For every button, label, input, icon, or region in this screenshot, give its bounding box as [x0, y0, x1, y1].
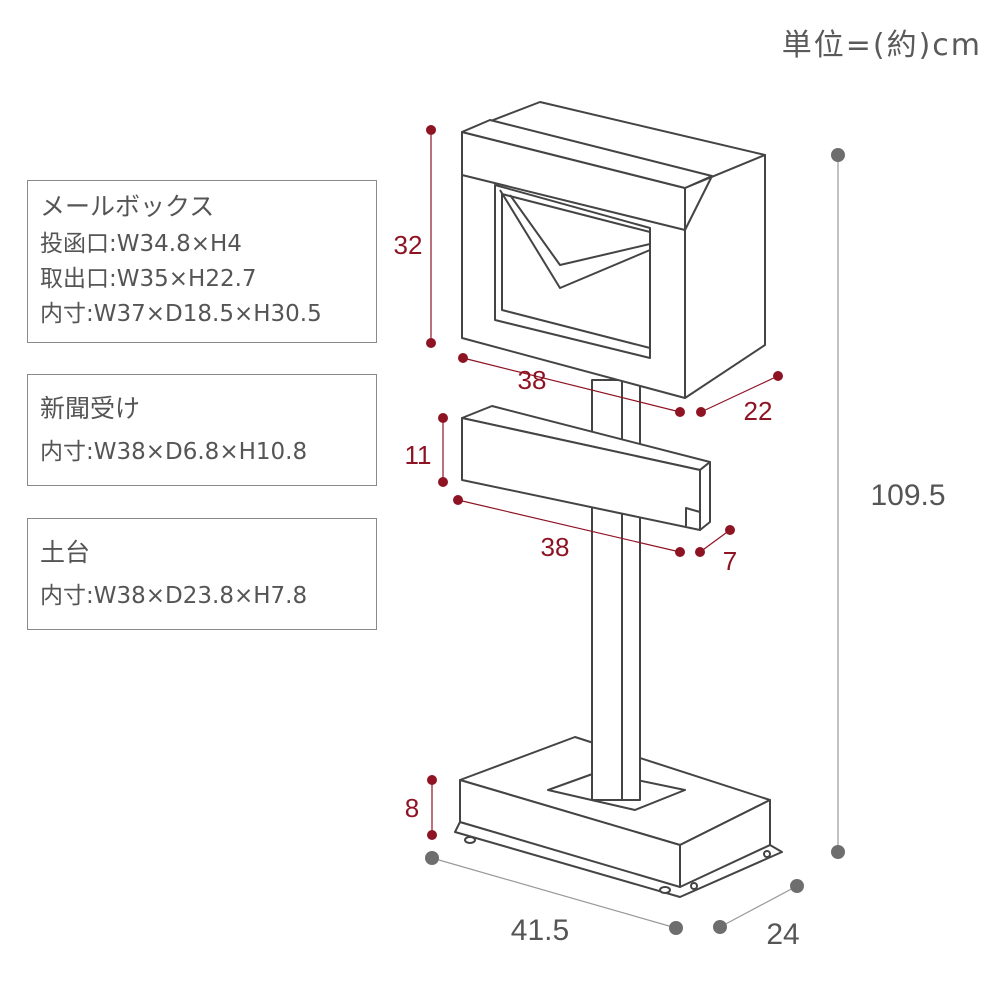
dimension-label: 38 — [518, 365, 547, 395]
newspaper-holder — [461, 405, 711, 531]
mailbox — [461, 101, 766, 399]
spec-line: 内寸:W38×D23.8×H7.8 — [40, 583, 308, 609]
unit-label: 単位=(約)cm — [781, 28, 982, 63]
spec-line: 投函口:W34.8×H4 — [40, 231, 242, 257]
dimension-total-height: 109.5 — [831, 148, 946, 859]
dimension-label: 22 — [744, 396, 773, 426]
dimension-paper-width: 38 — [453, 495, 685, 562]
dimension-base-height: 8 — [405, 775, 437, 840]
spec-line: 取出口:W35×H22.7 — [40, 266, 257, 292]
dimension-paper-height: 11 — [405, 413, 448, 487]
spec-title: メールボックス — [40, 192, 215, 221]
spec-line: 内寸:W38×D6.8×H10.8 — [40, 439, 308, 465]
dimension-label: 32 — [394, 230, 423, 260]
dimension-label: 38 — [541, 532, 570, 562]
dimension-mailbox-depth: 22 — [696, 371, 783, 426]
spec-line: 内寸:W37×D18.5×H30.5 — [40, 301, 322, 327]
newspaper-spec-box: 新聞受け 内寸:W38×D6.8×H10.8 — [27, 374, 377, 486]
dimension-paper-depth: 7 — [695, 525, 737, 576]
dimension-label: 41.5 — [511, 914, 569, 947]
spec-title: 土台 — [40, 538, 91, 567]
dimension-base-depth: 24 — [713, 879, 804, 951]
dimension-mailbox-height: 32 — [394, 125, 436, 348]
dimension-label: 7 — [723, 546, 737, 576]
mailbox-spec-box: メールボックス 投函口:W34.8×H4 取出口:W35×H22.7 内寸:W3… — [27, 180, 377, 343]
dimension-mailbox-width: 38 — [458, 353, 685, 417]
dimension-base-width: 41.5 — [425, 851, 683, 947]
dimension-label: 11 — [405, 440, 432, 470]
dimension-label: 8 — [405, 793, 419, 823]
base-spec-box: 土台 内寸:W38×D23.8×H7.8 — [27, 518, 377, 630]
dimension-label: 24 — [766, 918, 799, 951]
spec-title: 新聞受け — [40, 394, 141, 423]
dimension-label: 109.5 — [870, 479, 945, 512]
